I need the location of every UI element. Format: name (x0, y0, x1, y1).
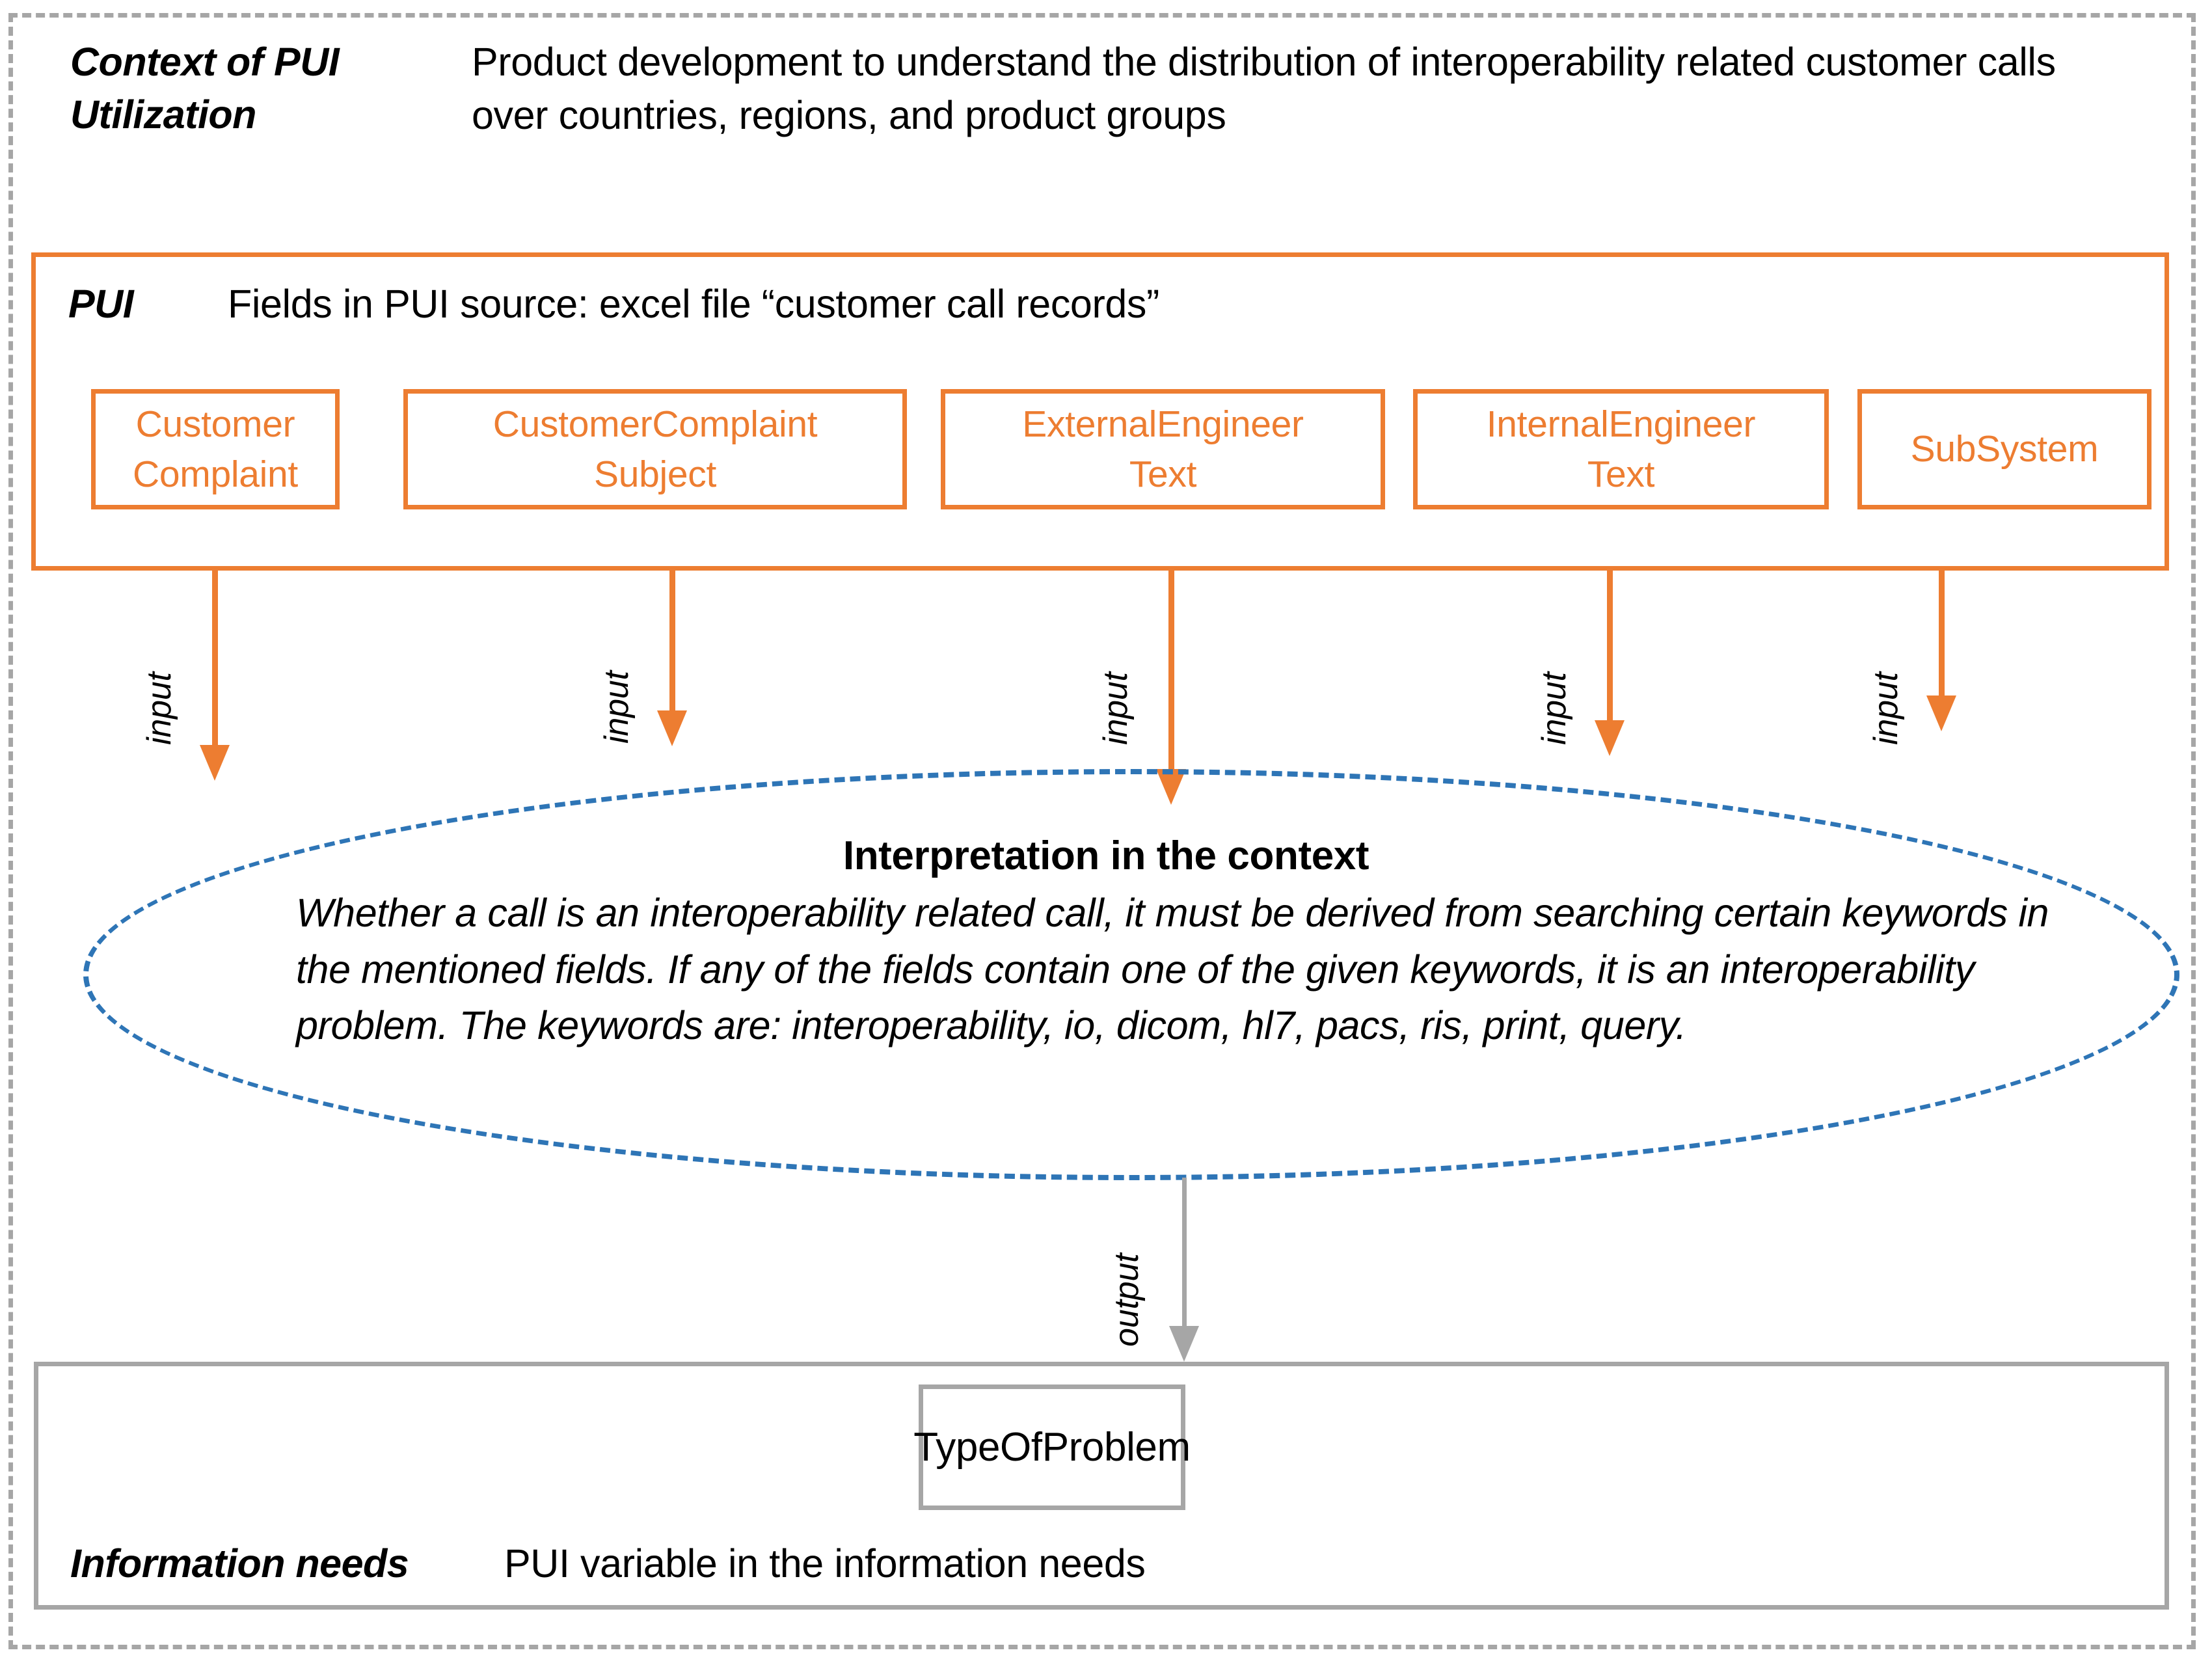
interpretation-ellipse (83, 769, 2179, 1180)
arrow-shaft (669, 571, 675, 710)
context-label-line2: Utilization (70, 92, 256, 137)
input-edge-label-5: input (1867, 672, 1905, 745)
arrow-shaft (1182, 1178, 1187, 1326)
interpretation-body-text: Whether a call is an interoperability re… (296, 891, 2049, 1048)
information-needs-description: PUI variable in the information needs (504, 1541, 1146, 1586)
field-box-customer-complaint[interactable]: Customer Complaint (91, 389, 340, 509)
input-edge-label-2: input (598, 671, 636, 744)
pui-source-description: Fields in PUI source: excel file “custom… (228, 282, 1159, 326)
field-label-line1: CustomerComplaint (492, 403, 818, 445)
field-label-line2: Complaint (133, 453, 298, 495)
field-label-line2: Subject (593, 453, 717, 495)
information-needs-panel (34, 1362, 2169, 1610)
field-label-line2: Text (1587, 453, 1655, 495)
context-of-pui-utilization-label: Context of PUI Utilization (70, 36, 474, 141)
field-box-internal-engineer-text[interactable]: InternalEngineer Text (1413, 389, 1829, 509)
input-edge-label-4: input (1535, 672, 1573, 745)
arrow-shaft (1939, 571, 1945, 695)
arrow-head-icon (1926, 695, 1956, 731)
field-box-subsystem[interactable]: SubSystem (1857, 389, 2151, 509)
arrow-shaft (212, 571, 218, 745)
arrow-head-icon (1595, 720, 1625, 756)
context-label-line1: Context of PUI (70, 40, 340, 84)
arrow-head-icon (200, 745, 230, 781)
output-edge-label: output (1108, 1253, 1146, 1347)
pui-label: PUI (68, 282, 134, 326)
field-label-line1: SubSystem (1910, 428, 2099, 470)
field-label-line1: InternalEngineer (1486, 403, 1756, 445)
input-edge-label-3: input (1097, 672, 1135, 745)
information-needs-label: Information needs (70, 1541, 409, 1586)
context-description-text: Product development to understand the di… (472, 40, 2056, 137)
field-label-line2: Text (1129, 453, 1197, 495)
interpretation-title: Interpretation in the context (843, 833, 1369, 878)
field-label-line1: Customer (135, 403, 295, 445)
field-box-customer-complaint-subject[interactable]: CustomerComplaint Subject (403, 389, 907, 509)
arrow-head-icon (1169, 1326, 1199, 1362)
type-of-problem-box[interactable]: TypeOfProblem (913, 1384, 1191, 1510)
input-edge-label-1: input (141, 672, 178, 745)
field-label-line1: ExternalEngineer (1022, 403, 1304, 445)
arrow-shaft (1168, 571, 1174, 769)
outer-dashed-frame (8, 13, 2196, 1649)
arrow-shaft (1607, 571, 1613, 720)
arrow-head-icon (657, 710, 687, 746)
field-box-external-engineer-text[interactable]: ExternalEngineer Text (941, 389, 1385, 509)
